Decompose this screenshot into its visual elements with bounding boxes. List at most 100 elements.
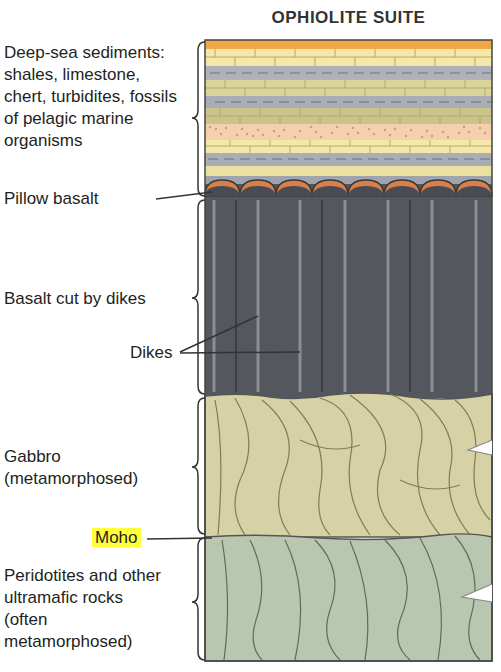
brick-line [445, 88, 446, 96]
sediment-layers [205, 40, 492, 184]
sand-dot [357, 132, 359, 134]
brick-line [275, 57, 276, 66]
diagram-title: OPHIOLITE SUITE [205, 8, 492, 28]
sand-dot [442, 131, 444, 133]
gabbro-layer [205, 393, 492, 537]
brick-line [410, 146, 411, 153]
sand-dot [252, 135, 254, 137]
brick-line [480, 116, 481, 124]
brick-line [325, 88, 326, 96]
bracket [192, 42, 205, 660]
layer-label: Peridotites and other ultramafic rocks (… [4, 565, 164, 653]
brick-line [320, 116, 321, 124]
sand-dot [479, 127, 481, 129]
brick-line [460, 108, 461, 116]
layer-label: Deep-sea sediments: shales, limestone, c… [4, 42, 179, 152]
brick-line [220, 108, 221, 116]
brick-line [215, 49, 216, 57]
brick-line [330, 146, 331, 153]
brick-line [265, 80, 266, 88]
leader-line [147, 192, 300, 539]
brick-line [245, 88, 246, 96]
brick-line [380, 108, 381, 116]
sand-dot [426, 130, 428, 132]
sand-dot [431, 135, 433, 137]
sand-dot [389, 134, 391, 136]
sand-dot [336, 126, 338, 128]
brick-line [240, 116, 241, 124]
callout-tail [462, 584, 492, 602]
brick-line [430, 140, 431, 146]
sand-dot [352, 127, 354, 129]
sand-dot [257, 129, 259, 131]
sand-dot [246, 133, 248, 135]
brick-line [400, 116, 401, 124]
brick-line [435, 57, 436, 66]
brick-line [340, 108, 341, 116]
sand-dot [294, 136, 296, 138]
brick-line [315, 57, 316, 66]
brick-line [370, 146, 371, 153]
sand-dot [468, 131, 470, 133]
brick-line [225, 80, 226, 88]
sand-dot [394, 128, 396, 130]
sand-dot [299, 130, 301, 132]
brick-line [295, 49, 296, 57]
sand-dot [347, 133, 349, 135]
brick-line [270, 140, 271, 146]
sand-dot [405, 135, 407, 137]
sand-dot [463, 126, 465, 128]
brick-line [360, 116, 361, 124]
brick-line [385, 80, 386, 88]
brick-line [285, 88, 286, 96]
sand-dot [310, 126, 312, 128]
sand-dot [421, 136, 423, 138]
brick-line [365, 88, 366, 96]
sand-dot [315, 131, 317, 133]
sand-dot [320, 136, 322, 138]
sand-dot [458, 132, 460, 134]
brick-line [395, 57, 396, 66]
brick-line [355, 57, 356, 66]
sand-dot [215, 128, 217, 130]
brick-line [300, 108, 301, 116]
brick-line [425, 80, 426, 88]
sand-dot [236, 134, 238, 136]
brick-line [405, 88, 406, 96]
layer-label: Basalt cut by dikes [4, 288, 189, 310]
brick-line [305, 80, 306, 88]
basalt-layer [205, 184, 492, 398]
sand-dot [241, 128, 243, 130]
dike-lines [214, 200, 476, 392]
sand-dot [447, 136, 449, 138]
sand-dot [484, 132, 486, 134]
brick-line [255, 49, 256, 57]
brick-line [450, 146, 451, 153]
brick-line [230, 140, 231, 146]
brick-line [290, 146, 291, 153]
brick-line [335, 49, 336, 57]
sand-dot [209, 126, 211, 128]
brick-line [310, 140, 311, 146]
brick-line [465, 80, 466, 88]
brick-line [440, 116, 441, 124]
boundary-label: Moho [92, 528, 141, 547]
callout-tail [468, 440, 492, 455]
pillow-basalt [205, 180, 492, 196]
brick-line [420, 108, 421, 116]
brick-line [415, 49, 416, 57]
brick-line [470, 140, 471, 146]
brick-line [250, 146, 251, 153]
sand-dot [262, 134, 264, 136]
brick-line [375, 49, 376, 57]
brick-line [350, 140, 351, 146]
layer-label: Gabbro (metamorphosed) [4, 446, 154, 490]
sand-dot [283, 129, 285, 131]
sand-dot [368, 128, 370, 130]
peridotite-layer [205, 534, 492, 661]
part-label: Dikes [130, 342, 190, 364]
sand-dot [278, 135, 280, 137]
brick-line [485, 88, 486, 96]
sand-dot [220, 133, 222, 135]
brick-line [390, 140, 391, 146]
